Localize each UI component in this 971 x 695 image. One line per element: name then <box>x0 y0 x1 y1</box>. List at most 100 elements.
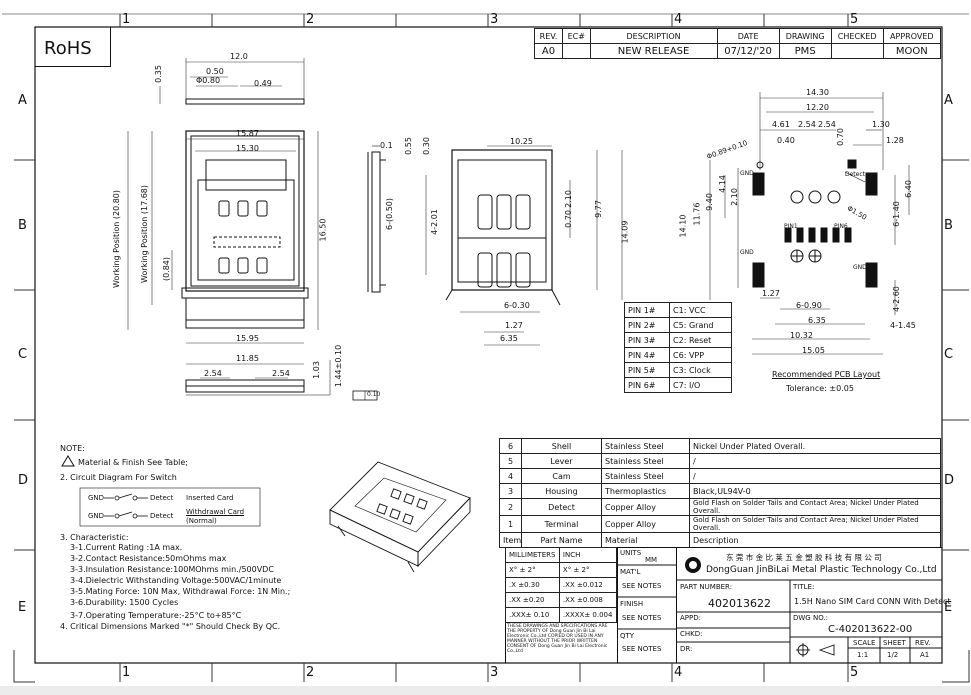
dim-front-1530: 15.30 <box>236 144 259 153</box>
company-name-cn: 东 莞 市 金 比 莱 五 金 塑 胶 科 技 有 限 公 司 <box>726 553 882 562</box>
pcb-pin1-label: PIN1 <box>784 223 798 230</box>
dim-bottom-254-right: 2.54 <box>272 369 290 378</box>
pin-func: C3: Clock <box>669 362 732 378</box>
char-1: 3-1.Current Rating :1A max. <box>70 543 183 552</box>
sheet-value: 1/2 <box>887 651 899 659</box>
dim-top-080: Φ0.80 <box>196 76 221 85</box>
switch-inserted: Inserted Card <box>186 494 234 502</box>
part-number-label: PART NUMBER: <box>680 583 733 591</box>
dim-pcb-1220: 12.20 <box>806 103 829 112</box>
property-note: THESE DRAWINGS AND SPECIFICATIONS ARE TH… <box>507 624 608 654</box>
units-value: MM <box>645 556 658 564</box>
rev-value: A1 <box>920 651 930 659</box>
char-6: 3-6.Durability: 1500 Cycles <box>70 598 179 607</box>
zone-col-5: 5 <box>850 12 859 27</box>
dim-bottom-flatness: 0.10 <box>367 391 381 398</box>
qty-value: SEE NOTES <box>622 645 662 653</box>
finish-value: SEE NOTES <box>622 614 662 622</box>
scale-label: SCALE <box>853 639 876 647</box>
dim-rear-1025: 10.25 <box>510 137 533 146</box>
switch-detect-1: Detect <box>150 494 174 502</box>
dim-pcb-461: 4.61 <box>772 120 790 129</box>
pcb-gnd-label-2: GND <box>740 249 754 256</box>
zone-row-c: C <box>18 347 28 362</box>
switch-normal: (Normal) <box>186 517 217 525</box>
dim-rear-6-030: 6-0.30 <box>504 301 530 310</box>
dim-pcb-254-a: 2.54 <box>798 120 816 129</box>
title-label: TITLE: <box>793 583 815 591</box>
zone-col-3-bottom: 3 <box>490 665 499 680</box>
dim-pcb-1505: 15.05 <box>802 346 825 355</box>
char-3: 3-3.Insulation Resistance:100MOhms min./… <box>70 565 274 574</box>
zone-row-a-right: A <box>944 93 953 108</box>
zone-col-1-bottom: 1 <box>122 665 131 680</box>
zone-col-4-bottom: 4 <box>674 665 683 680</box>
rev-cell-rev: A0 <box>534 43 563 59</box>
rohs-label: RoHS <box>44 38 92 59</box>
dim-rear-127: 1.27 <box>505 321 523 330</box>
part-number: 402013622 <box>708 597 771 610</box>
zone-row-b: B <box>18 218 27 233</box>
rohs-box <box>35 27 111 67</box>
dim-pcb-1430: 14.30 <box>806 88 829 97</box>
top-dim-lines <box>159 58 305 104</box>
zone-col-3: 3 <box>490 12 499 27</box>
note-3: 3. Characteristic: <box>60 533 129 542</box>
dim-front-1587: 15.87 <box>236 129 259 138</box>
tol-cell: .XXXX± 0.004 <box>558 607 618 623</box>
units-column <box>617 547 677 663</box>
pin-table: PIN 1#C1: VCC PIN 2#C5: Grand PIN 3#C2: … <box>623 302 732 393</box>
dwg-no-label: DWG NO.: <box>793 614 829 622</box>
pcb-pin6-label: PIN6 <box>834 223 848 230</box>
rev-cell-date: 07/12/'20 <box>716 43 780 59</box>
dim-side-01: 0.1 <box>380 141 393 150</box>
pcb-gnd-label-3: GND <box>853 264 867 271</box>
dim-bottom-1185: 11.85 <box>236 354 259 363</box>
revision-table: REV. EC# DESCRIPTION DATE DRAWING CHECKE… <box>534 28 942 59</box>
dim-top-050: 0.50 <box>206 67 224 76</box>
dim-pcb-128: 1.28 <box>886 136 904 145</box>
finish-label: FINISH <box>620 600 644 608</box>
char-4: 3-4.Dielectric Withstanding Voltage:500V… <box>70 576 282 585</box>
zone-col-2: 2 <box>306 12 315 27</box>
zone-col-5-bottom: 5 <box>850 665 859 680</box>
units-label: UNITS <box>620 549 642 557</box>
char-5: 3-5.Mating Force: 10N Max, Withdrawal Fo… <box>70 587 291 596</box>
appd-label: APPD: <box>680 614 701 622</box>
qty-label: QTY <box>620 632 635 640</box>
dwg-no: C-402013622-00 <box>828 624 913 635</box>
rev-cell-approved: MOON <box>882 43 942 59</box>
note-2: 2. Circuit Diagram For Switch <box>60 473 177 482</box>
switch-detect-2: Detect <box>150 512 174 520</box>
chkd-label: CHKD: <box>680 630 703 638</box>
dim-rear-635: 6.35 <box>500 334 518 343</box>
zone-row-d-right: D <box>944 473 955 488</box>
dim-pcb-690: 6-0.90 <box>796 301 822 310</box>
dim-pcb-4145: 4-1.45 <box>890 321 916 330</box>
zone-row-b-right: B <box>944 218 953 233</box>
dim-front-1595: 15.95 <box>236 334 259 343</box>
company-name-en: DongGuan JinBiLai Metal Plastic Technolo… <box>706 565 937 575</box>
dim-top-width: 12.0 <box>230 52 248 61</box>
dr-label: DR: <box>680 645 693 653</box>
zone-row-e: E <box>18 600 27 615</box>
zone-row-e-right: E <box>944 600 953 615</box>
rev-label: REV. <box>915 639 931 647</box>
pin-cell: PIN 6# <box>623 377 671 393</box>
note-4: 4. Critical Dimensions Marked "*" Should… <box>60 622 281 631</box>
zone-col-1: 1 <box>122 12 131 27</box>
dim-bottom-254-left: 2.54 <box>204 369 222 378</box>
sheet-label: SHEET <box>883 639 906 647</box>
pcb-gnd-label-1: GND <box>740 170 754 177</box>
pcb-layout-title: Recommended PCB Layout <box>772 370 881 379</box>
matl-label: MAT'L <box>620 568 641 576</box>
dim-pcb-127: 1.27 <box>762 289 780 298</box>
switch-gnd-1: GND <box>88 494 105 502</box>
zone-col-2-bottom: 2 <box>306 665 315 680</box>
zone-row-d: D <box>18 473 29 488</box>
